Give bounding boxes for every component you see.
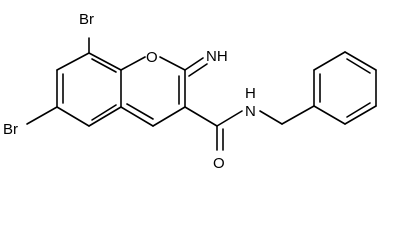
- molecule-diagram: Br Br O NH O H N: [3, 11, 377, 172]
- atom-labels: Br Br O NH O H N: [3, 11, 256, 172]
- bond-c4-c4a: [120, 106, 154, 127]
- atom-label-br-top: Br: [79, 11, 94, 28]
- bond-c2-n-imine: [184, 57, 204, 71]
- bond-n-ch2: [259, 110, 283, 125]
- bond-layer: [26, 37, 377, 151]
- bond-c8a-c8: [88, 52, 122, 71]
- double-bond-ph3-ph4: [346, 58, 371, 74]
- bond-o1-c2: [159, 56, 186, 71]
- bond-c3-c-carbonyl: [184, 106, 218, 127]
- bond-carbonyl-n: [216, 110, 243, 127]
- bond-c8-c7: [56, 52, 90, 71]
- atom-label-br-left: Br: [3, 121, 18, 138]
- bond-ch2-phenyl: [281, 105, 315, 125]
- atom-label-amide-h: H: [245, 85, 256, 102]
- bond-ph6-ph1: [313, 105, 346, 125]
- atom-label-imine: NH: [206, 48, 228, 65]
- atom-label-carbonyl-oxygen: O: [213, 155, 225, 172]
- bond-c6-c5: [56, 106, 90, 127]
- bond-c3-c4: [152, 106, 186, 127]
- double-bond-c8a-c8: [91, 58, 117, 73]
- double-bond-ph5-ph6: [346, 102, 371, 118]
- double-bond-c2-n-imine: [188, 63, 208, 77]
- bond-c6-br: [26, 106, 58, 125]
- structure-canvas: Br Br O NH O H N: [3, 11, 377, 172]
- atom-label-amide-n: N: [245, 103, 256, 120]
- bond-ph2-ph3: [313, 51, 346, 71]
- double-bond-c3-c4: [126, 103, 154, 120]
- bond-c8a-o1: [120, 56, 146, 71]
- bond-ph5-ph6: [344, 105, 377, 125]
- bond-ph3-ph4: [344, 51, 377, 71]
- double-bond-c5-c4a: [91, 104, 117, 121]
- bond-c5-c4a: [88, 106, 122, 127]
- atom-label-ring-oxygen: O: [146, 49, 158, 66]
